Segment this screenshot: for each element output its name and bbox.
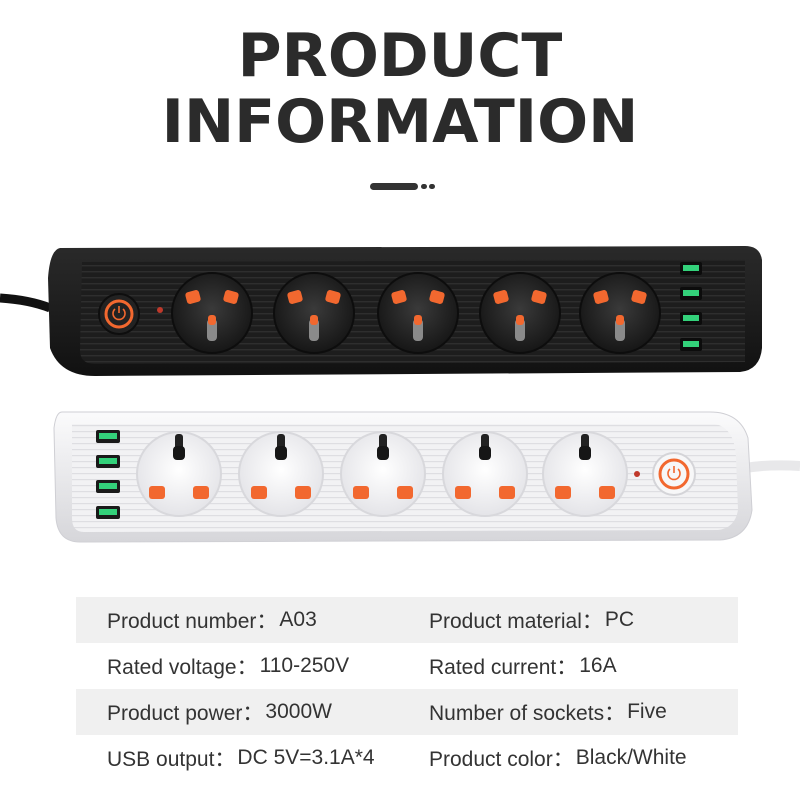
spec-value: 3000W xyxy=(265,700,332,723)
title-divider xyxy=(370,183,435,191)
universal-socket-icon xyxy=(377,272,459,354)
usb-port-icon xyxy=(680,262,702,275)
spec-label: Number of sockets： xyxy=(429,702,626,725)
usb-port-icon xyxy=(96,506,120,519)
universal-socket-icon xyxy=(238,431,324,517)
universal-socket-icon xyxy=(136,431,222,517)
power-button-icon xyxy=(652,452,696,496)
spec-value: Five xyxy=(627,700,667,723)
universal-socket-icon xyxy=(579,272,661,354)
spec-label: Product power： xyxy=(107,702,264,725)
spec-label: Rated voltage： xyxy=(107,656,258,679)
spec-row: Product number：A03 Product material：PC xyxy=(76,597,738,643)
black-power-strip-image xyxy=(0,246,762,376)
page-title-line1: PRODUCT xyxy=(237,21,563,91)
usb-port-icon xyxy=(680,287,702,300)
spec-row: Rated voltage：110-250V Rated current：16A xyxy=(76,643,738,689)
white-power-strip-image xyxy=(53,411,800,543)
page-title-line2: INFORMATION xyxy=(161,87,639,157)
universal-socket-icon xyxy=(171,272,253,354)
spec-label: Product number： xyxy=(107,610,278,633)
usb-port-icon xyxy=(96,480,120,493)
spec-label: Product color： xyxy=(429,748,574,771)
spec-label: Product material： xyxy=(429,610,603,633)
usb-port-icon xyxy=(96,455,120,468)
spec-table: Product number：A03 Product material：PC R… xyxy=(76,597,738,781)
power-button-icon xyxy=(98,293,140,335)
spec-value: DC 5V=3.1A*4 xyxy=(237,746,375,769)
spec-row: USB output：DC 5V=3.1A*4 Product color：Bl… xyxy=(76,735,738,781)
universal-socket-icon xyxy=(442,431,528,517)
universal-socket-icon xyxy=(542,431,628,517)
usb-port-icon xyxy=(96,430,120,443)
spec-row: Product power：3000W Number of sockets：Fi… xyxy=(76,689,738,735)
universal-socket-icon xyxy=(340,431,426,517)
spec-value: 110-250V xyxy=(259,654,350,677)
spec-label: USB output： xyxy=(107,748,236,771)
spec-value: Black/White xyxy=(575,746,687,769)
universal-socket-icon xyxy=(273,272,355,354)
usb-port-icon xyxy=(680,338,702,351)
spec-value: A03 xyxy=(279,608,317,631)
universal-socket-icon xyxy=(479,272,561,354)
spec-value: PC xyxy=(604,608,635,631)
spec-label: Rated current： xyxy=(429,656,578,679)
spec-value: 16A xyxy=(579,654,617,677)
usb-port-icon xyxy=(680,312,702,325)
